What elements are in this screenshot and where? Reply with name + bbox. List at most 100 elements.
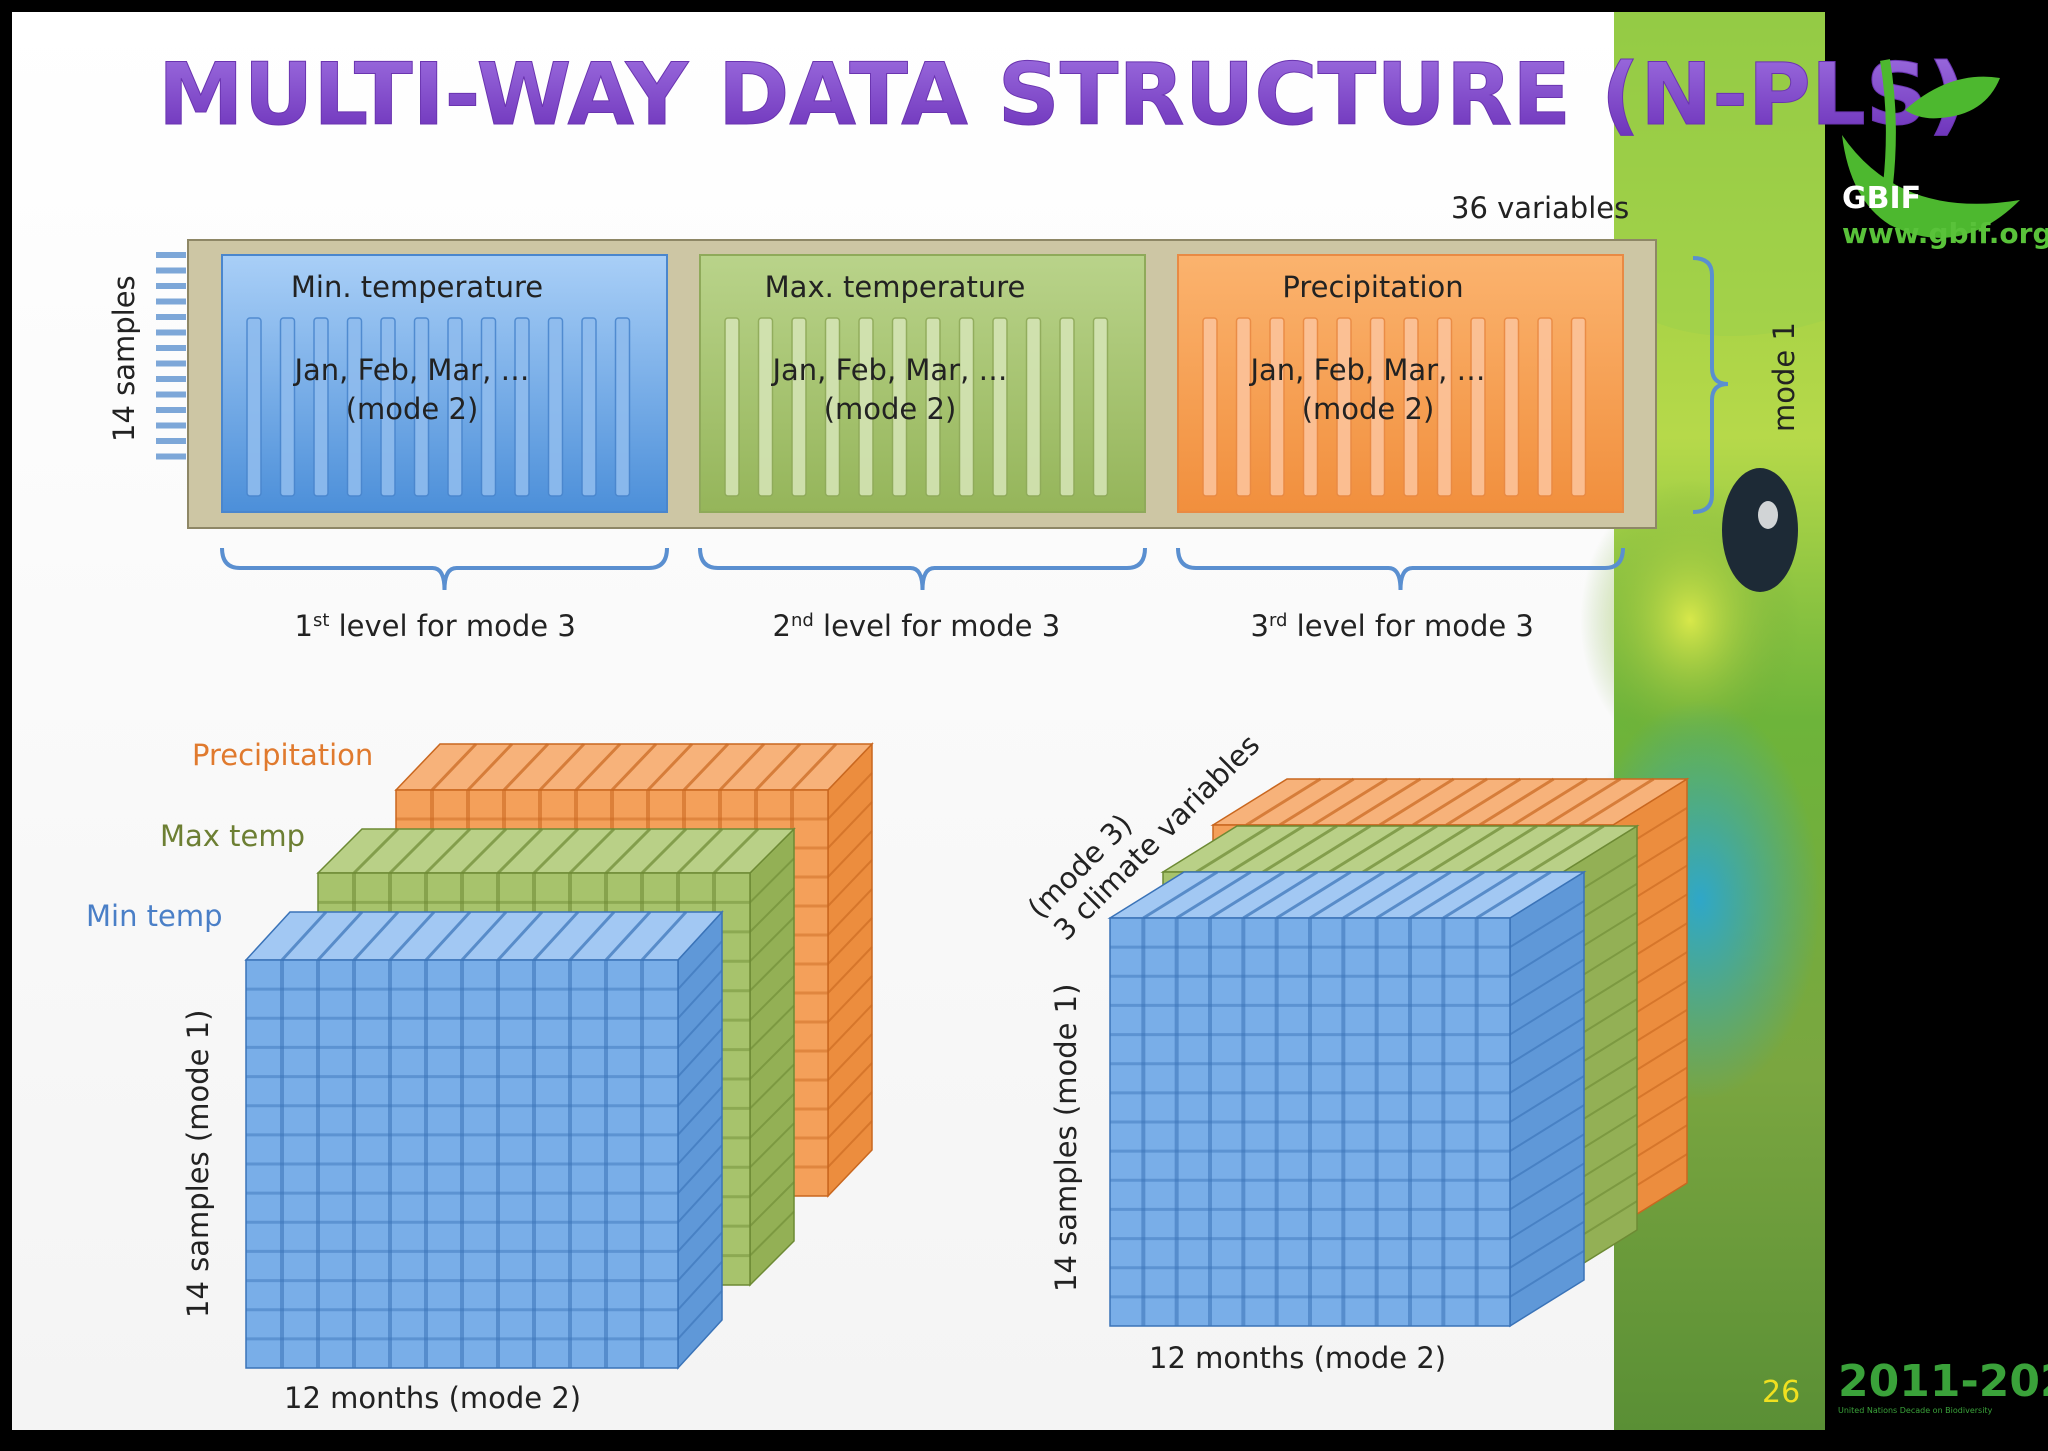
cube-top-line <box>1478 777 1555 827</box>
sample-tick <box>156 407 186 413</box>
block-mode: (mode 2) <box>1302 392 1435 426</box>
cube-side-line <box>1509 987 1585 1036</box>
cube-top-line <box>646 742 694 792</box>
cube-side-line <box>1509 1162 1585 1211</box>
cube-side-line <box>1509 1075 1585 1123</box>
min-temp-layer <box>1107 870 1587 1328</box>
cube-side-line <box>677 1202 723 1253</box>
cube-side-line <box>827 1062 873 1110</box>
month-column <box>547 317 564 497</box>
cube-side-line <box>749 1004 795 1051</box>
gbif-logo: GBIF www.gbif.org <box>1842 59 2048 250</box>
cube-side-line <box>1509 1250 1585 1298</box>
month-column <box>514 317 530 497</box>
cube-side-line <box>677 1290 723 1340</box>
sample-tick <box>156 252 186 258</box>
sample-tick <box>156 438 186 444</box>
month-column <box>858 317 874 497</box>
cube-top-line <box>568 827 616 875</box>
cube-top-line <box>1378 777 1455 827</box>
cube-side-line <box>827 888 873 936</box>
cube-top-line <box>1262 824 1338 874</box>
cube-side-line <box>827 1033 873 1081</box>
cube-top-line <box>712 827 760 875</box>
month-column <box>1436 317 1453 497</box>
cube-side-line <box>749 1093 795 1139</box>
cube-top-line <box>352 910 400 962</box>
cube-side-line <box>827 1120 873 1168</box>
cube-top-line <box>1512 777 1588 827</box>
cube-top-line <box>1409 870 1485 920</box>
cube-top-line <box>1275 870 1352 920</box>
min-temp-layer <box>244 910 724 1370</box>
cube-side-line <box>677 1231 723 1282</box>
cube-side-line <box>1509 1104 1585 1152</box>
cube-side-line <box>749 916 795 962</box>
layer-label-precipitation: Precipitation <box>192 738 373 772</box>
month-column <box>313 317 329 497</box>
month-column <box>1302 317 1319 497</box>
cube-side-line <box>749 1122 795 1168</box>
cube-side-line <box>749 975 795 1021</box>
cube-top-line <box>1209 870 1285 920</box>
month-column <box>246 317 262 497</box>
month-column <box>791 317 807 497</box>
cube-side-line <box>827 859 873 907</box>
right-samples-label: 14 samples (mode 1) <box>1049 984 1083 1292</box>
cube-side-line <box>1509 1191 1585 1240</box>
cube-top-line <box>1412 777 1488 827</box>
level-brace <box>698 547 1147 591</box>
cube-top-line <box>1445 777 1522 827</box>
mode1-label: mode 1 <box>1767 322 1801 432</box>
cube-top-line <box>466 742 514 792</box>
month-column <box>724 317 740 497</box>
left-months-label: 12 months (mode 2) <box>284 1381 581 1415</box>
sample-tick <box>156 314 186 320</box>
sample-tick <box>156 267 186 274</box>
cube-side-line <box>749 887 795 933</box>
cube-top-line <box>754 742 802 792</box>
level-label: 2nd level for mode 3 <box>773 609 1061 643</box>
mode1-brace <box>1692 256 1729 514</box>
cube-side-line <box>827 917 873 965</box>
cube-top-line <box>1245 777 1322 827</box>
decade-caption: United Nations Decade on Biodiversity <box>1838 1406 1993 1415</box>
samples-label: 14 samples <box>107 275 141 442</box>
level-label: 1st level for mode 3 <box>295 609 576 643</box>
cube-side-line <box>677 940 723 990</box>
block-mode: (mode 2) <box>346 392 479 426</box>
month-column <box>581 317 597 497</box>
block-title: Max. temperature <box>765 270 1026 304</box>
gbif-url[interactable]: www.gbif.org <box>1842 217 2048 250</box>
cube-side-line <box>677 1115 723 1165</box>
cube-side-line <box>1509 1133 1585 1182</box>
cube-top-line <box>676 827 724 875</box>
decade-badge: 2011-2020 United Nations Decade on Biodi… <box>1838 1356 2048 1415</box>
cube-side-line <box>677 1173 723 1223</box>
right-cube-stack <box>1107 777 1690 1328</box>
cube-top-line <box>790 742 838 792</box>
cube-top-line <box>1442 870 1519 920</box>
cube-top-line <box>496 827 544 875</box>
cube-top-line <box>460 827 508 875</box>
variables-label: 36 variables <box>1451 191 1629 225</box>
cube-top-line <box>1475 870 1552 920</box>
layer-label-max-temp: Max temp <box>160 819 305 853</box>
cube-top-line <box>388 910 436 962</box>
left-cube-stack <box>244 742 874 1370</box>
cube-top-line <box>1228 824 1305 874</box>
sample-tick <box>156 453 186 460</box>
month-column <box>614 317 631 497</box>
cube-top-line <box>496 910 544 962</box>
cube-top-line <box>424 827 472 875</box>
month-column <box>480 317 497 497</box>
top-matrix-panel: 36 variables 14 samples Min. temperature… <box>107 191 1801 643</box>
cube-top-line <box>604 910 652 962</box>
cube-top-line <box>388 827 436 875</box>
month-column <box>958 317 975 497</box>
cube-top-line <box>1578 777 1655 827</box>
cube-side-line <box>1509 900 1585 948</box>
cube-top-line <box>1309 870 1385 920</box>
